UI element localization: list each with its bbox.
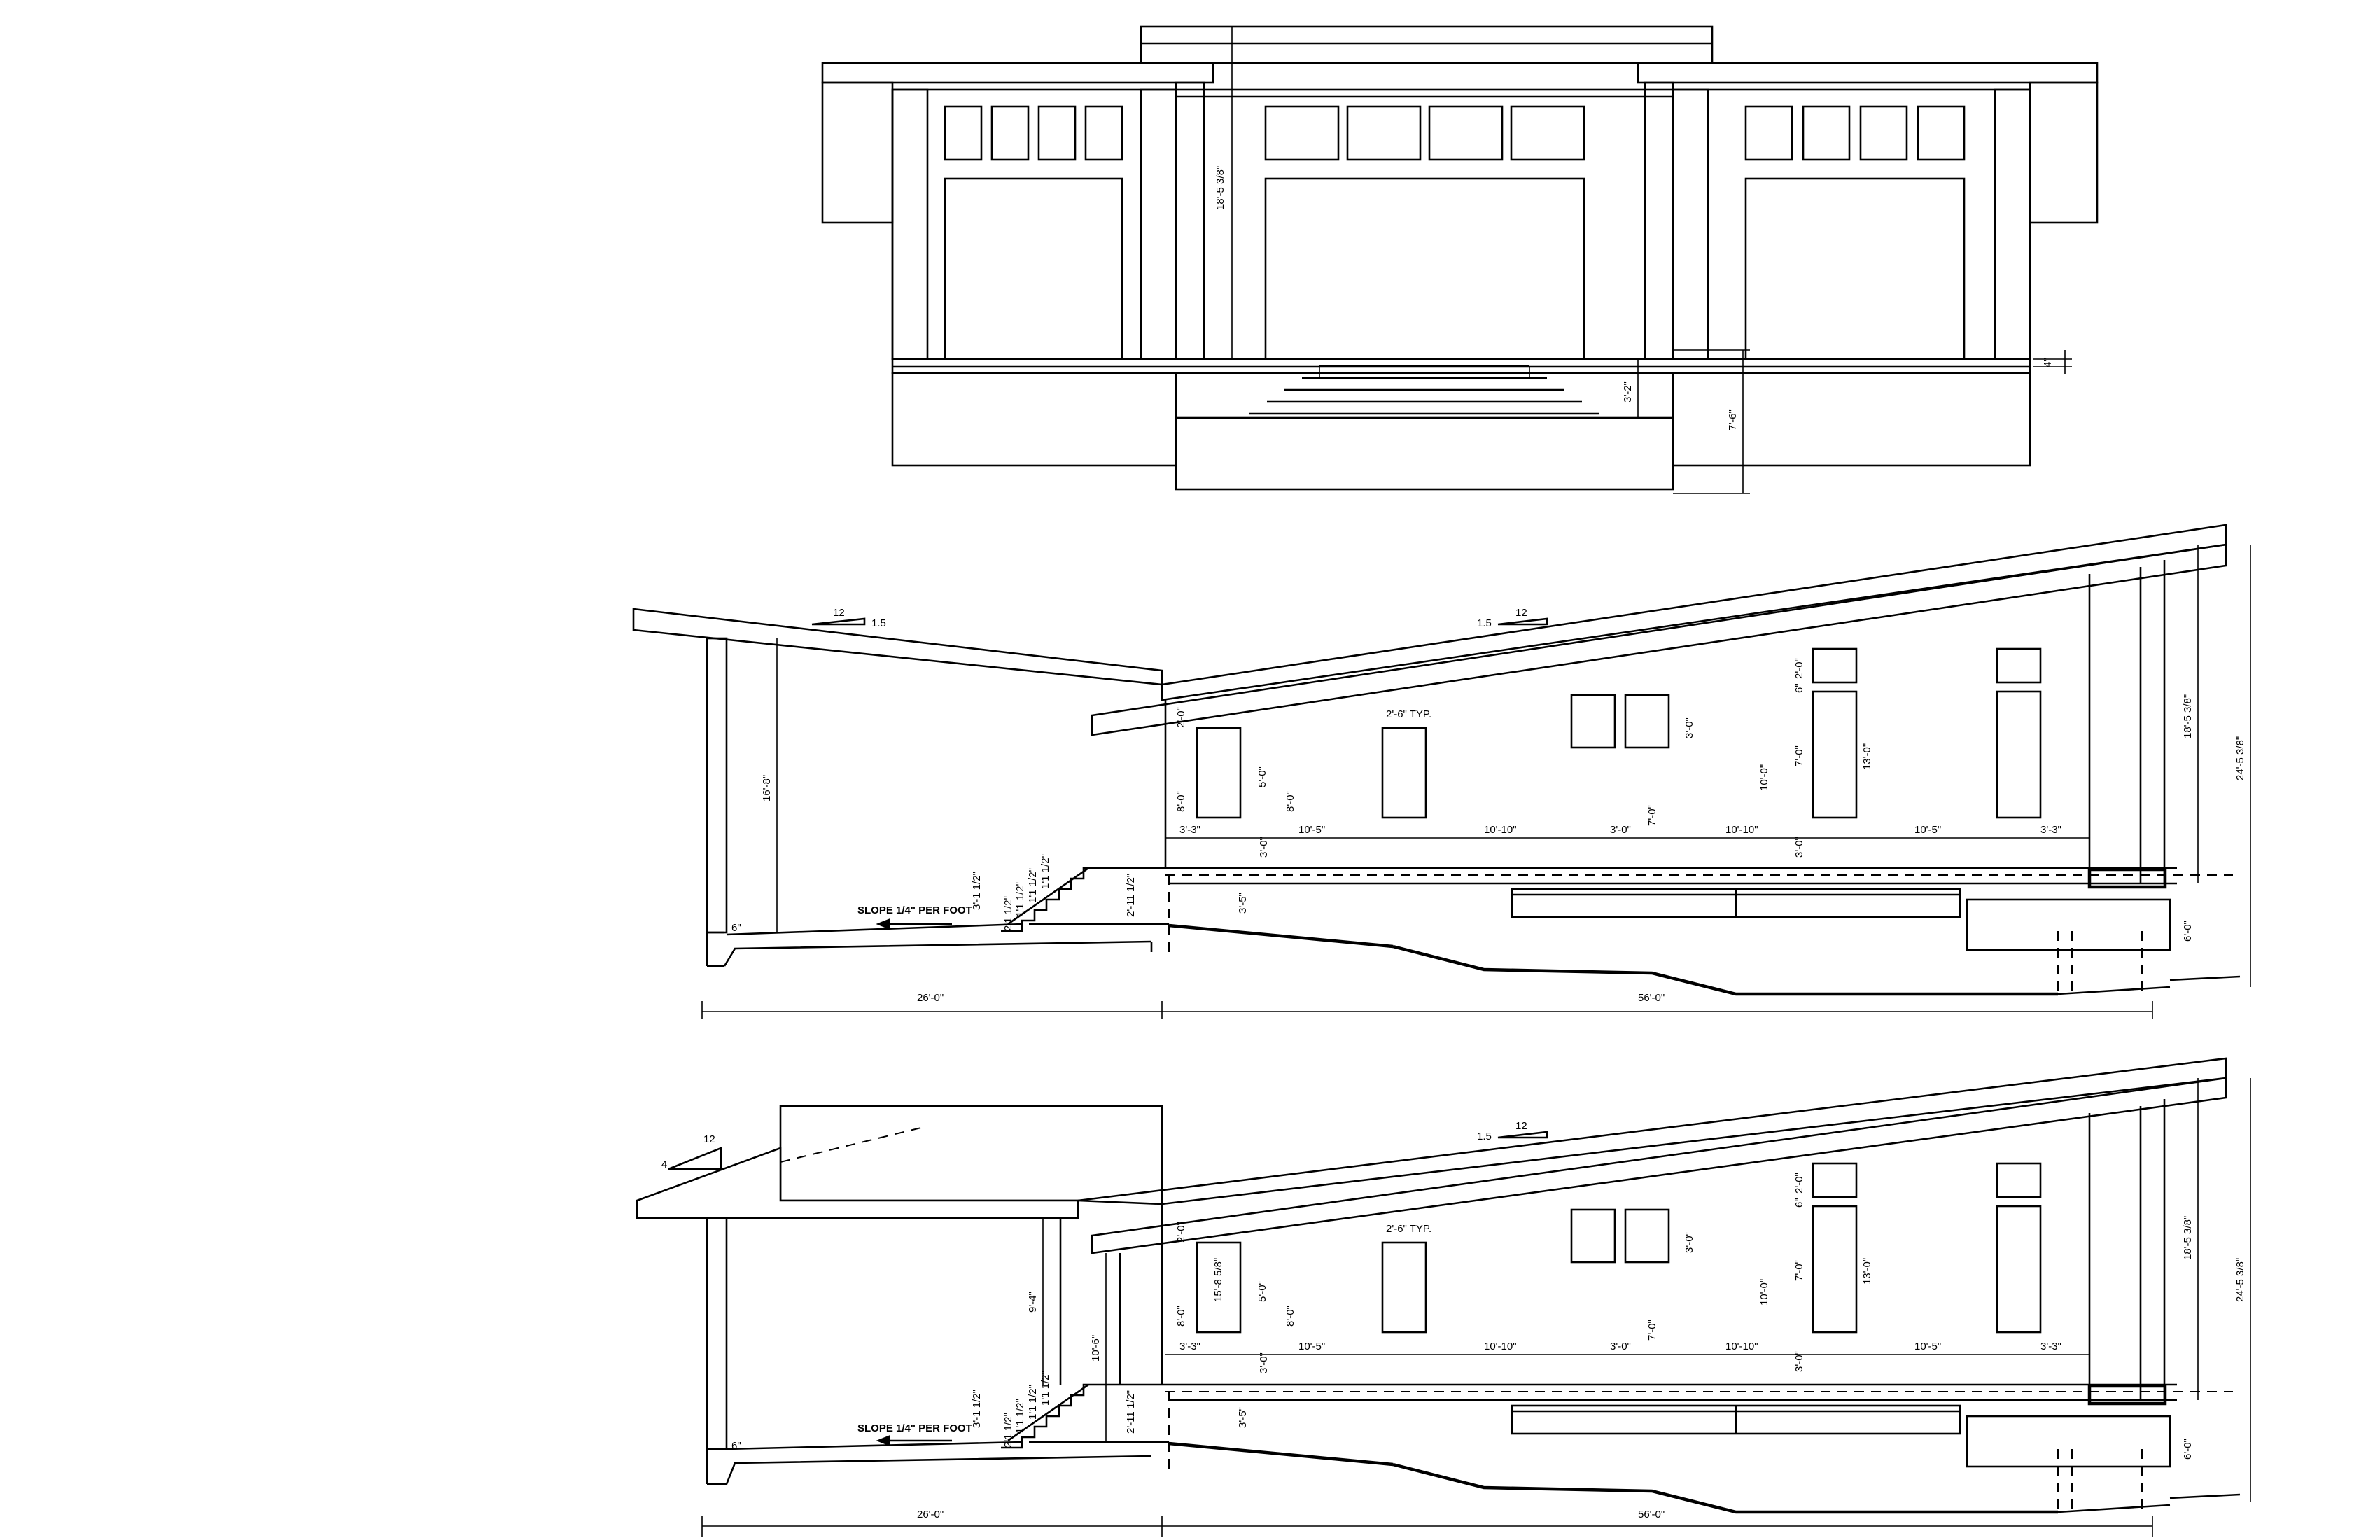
dim-step-e-2: 1'1 1/2" bbox=[1040, 1371, 1051, 1406]
slope-note: SLOPE 1/4" PER FOOT bbox=[858, 904, 972, 916]
dim-run-5-2: 3'-0" bbox=[1610, 1340, 1631, 1352]
dim-step-f-2: 2'-11 1/2" bbox=[1125, 1390, 1137, 1434]
section-upper: 12 1.5 12 1.5 bbox=[632, 524, 2251, 1018]
dim-run-8: 3'-3" bbox=[2040, 824, 2062, 836]
dim-step-g: 3'-5" bbox=[1237, 892, 1249, 913]
dim-step-a: 3'-1 1/2" bbox=[971, 872, 983, 910]
dim-wall-h2-2: 8'-0" bbox=[1284, 1306, 1296, 1326]
dim-wall-h-2: 8'-0" bbox=[1175, 1306, 1187, 1326]
dim-step-a-2: 3'-1 1/2" bbox=[971, 1390, 983, 1428]
dim-upper-win-2: 2'-0" bbox=[1793, 1172, 1805, 1194]
dim-fascia: 2'-0" bbox=[1175, 707, 1187, 728]
dim-base-left-2: 26'-0" bbox=[917, 1508, 944, 1520]
dim-run-4-2: 10'-10" bbox=[1484, 1340, 1517, 1352]
dim-run-6: 10'-10" bbox=[1726, 824, 1758, 836]
dim-step-height: 3'-2" bbox=[1622, 382, 1634, 402]
pitch-right-rise-2: 1.5 bbox=[1477, 1130, 1492, 1142]
dim-run-7: 10'-5" bbox=[1914, 824, 1941, 836]
dim-right-h-2: 18'-5 3/8" bbox=[2182, 1216, 2194, 1260]
dim-wall-h: 8'-0" bbox=[1175, 791, 1187, 812]
dim-overall-h-2: 24'-5 3/8" bbox=[2234, 1258, 2246, 1302]
dim-left-height: 16'-8" bbox=[761, 775, 773, 802]
dim-step-e: 1'1 1/2" bbox=[1040, 854, 1051, 889]
dim-overall-height: 18'-5 3/8" bbox=[1214, 166, 1226, 210]
dim-win-a: 3'-0" bbox=[1684, 718, 1695, 738]
dim-sill-2: 3'-0" bbox=[1793, 1351, 1805, 1372]
dim-upper-win: 2'-0" bbox=[1793, 658, 1805, 679]
dim-step-c-2: 1'1 1/2" bbox=[1014, 1399, 1026, 1434]
dim-typ-2: 2'-6" TYP. bbox=[1386, 1223, 1432, 1235]
dim-offset-2: 6" bbox=[732, 1440, 741, 1452]
dim-tall-h: 10'-0" bbox=[1758, 764, 1770, 791]
front-elevation: 18'-5 3/8" 3'-2" 7'-6" 4" bbox=[821, 25, 2099, 494]
dim-inner-h2: 10'-6" bbox=[1090, 1335, 1102, 1362]
pitch-left-run-2: 12 bbox=[704, 1133, 715, 1145]
dim-run-2: 3'-0" bbox=[1258, 836, 1270, 858]
dim-gap: 6" bbox=[1793, 683, 1805, 693]
dim-right-h: 18'-5 3/8" bbox=[2182, 694, 2194, 738]
pitch-left-rise-2: 4 bbox=[662, 1158, 667, 1170]
dim-wall-h2: 8'-0" bbox=[1284, 791, 1296, 812]
dim-curb: 4" bbox=[2042, 358, 2054, 368]
dim-run-7-2: 10'-5" bbox=[1914, 1340, 1941, 1352]
dim-step-b: 2'1 1/2" bbox=[1002, 896, 1014, 931]
dim-fascia-2: 2'-0" bbox=[1175, 1222, 1187, 1242]
dim-run-5: 3'-0" bbox=[1610, 824, 1631, 836]
dim-sill: 3'-0" bbox=[1793, 836, 1805, 858]
dim-base-right: 56'-0" bbox=[1638, 992, 1665, 1004]
dim-offset: 6" bbox=[732, 922, 741, 934]
pitch-left-run: 12 bbox=[833, 607, 845, 619]
dim-typ: 2'-6" TYP. bbox=[1386, 708, 1432, 720]
dim-tall-win-2: 13'-0" bbox=[1861, 1258, 1873, 1284]
dim-run-8-2: 3'-3" bbox=[2040, 1340, 2062, 1352]
dim-run-3: 10'-5" bbox=[1298, 824, 1325, 836]
dim-run-4: 10'-10" bbox=[1484, 824, 1517, 836]
dim-overall-h: 24'-5 3/8" bbox=[2234, 736, 2246, 780]
dim-step-c: 1'1 1/2" bbox=[1014, 882, 1026, 917]
dim-run-6-2: 10'-10" bbox=[1726, 1340, 1758, 1352]
slope-note-2: SLOPE 1/4" PER FOOT bbox=[858, 1422, 972, 1434]
dim-step-f: 2'-11 1/2" bbox=[1125, 874, 1137, 917]
pitch-left-rise: 1.5 bbox=[872, 617, 886, 629]
dim-win-h-2: 5'-0" bbox=[1256, 1281, 1268, 1302]
dim-tall-h-2: 10'-0" bbox=[1758, 1279, 1770, 1306]
dim-run-1: 3'-3" bbox=[1180, 824, 1200, 836]
dim-inner-h: 9'-4" bbox=[1027, 1292, 1039, 1312]
pitch-right-run: 12 bbox=[1516, 607, 1527, 619]
dim-run-2-2: 3'-0" bbox=[1258, 1352, 1270, 1373]
dim-tall-win: 13'-0" bbox=[1861, 743, 1873, 770]
dim-win-h: 5'-0" bbox=[1256, 766, 1268, 788]
pitch-right-rise: 1.5 bbox=[1477, 617, 1492, 629]
dim-step-g-2: 3'-5" bbox=[1237, 1407, 1249, 1428]
dim-win-b-2: 7'-0" bbox=[1646, 1320, 1658, 1340]
dim-wall-big: 15'-8 5/8" bbox=[1212, 1258, 1224, 1302]
dim-found-h: 6'-0" bbox=[2182, 920, 2194, 941]
dim-found-h-2: 6'-0" bbox=[2182, 1438, 2194, 1460]
dim-mid-win-2: 7'-0" bbox=[1793, 1260, 1805, 1281]
dim-win-a-2: 3'-0" bbox=[1684, 1232, 1695, 1253]
dim-gap-2: 6" bbox=[1793, 1198, 1805, 1208]
dim-base-right-2: 56'-0" bbox=[1638, 1508, 1665, 1520]
dim-base-height: 7'-6" bbox=[1727, 410, 1739, 430]
dim-run-3-2: 10'-5" bbox=[1298, 1340, 1325, 1352]
dim-run-1-2: 3'-3" bbox=[1180, 1340, 1200, 1352]
dim-base-left: 26'-0" bbox=[917, 992, 944, 1004]
dim-mid-win: 7'-0" bbox=[1793, 746, 1805, 766]
dim-step-b-2: 2'1 1/2" bbox=[1002, 1413, 1014, 1448]
pitch-right-run-2: 12 bbox=[1516, 1120, 1527, 1132]
dim-step-d-2: 1'1 1/2" bbox=[1027, 1385, 1039, 1420]
dim-win-b: 7'-0" bbox=[1646, 805, 1658, 826]
dim-step-d: 1'1 1/2" bbox=[1027, 868, 1039, 903]
section-lower: 12 4 12 1.5 bbox=[636, 1057, 2251, 1536]
